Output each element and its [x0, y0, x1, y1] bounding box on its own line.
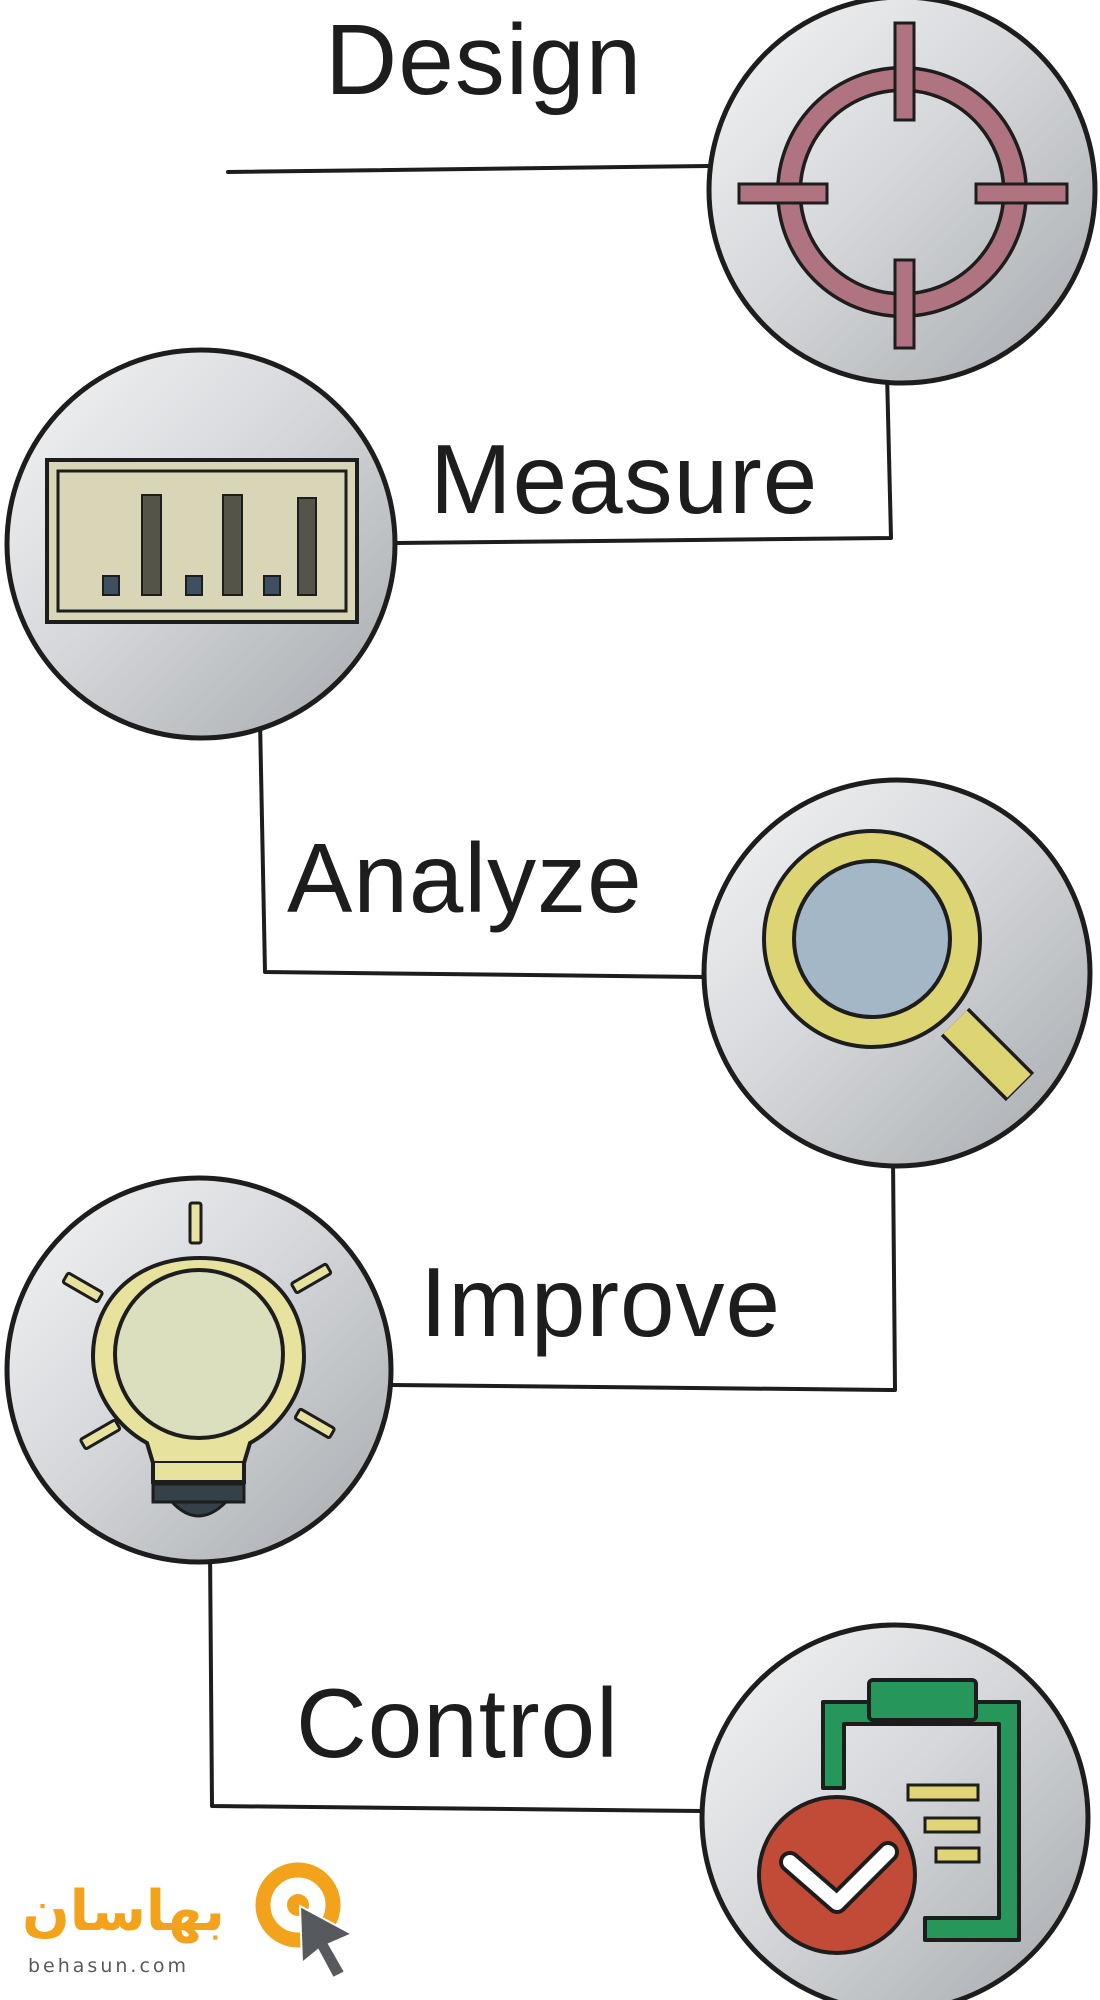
cursor-pointer-icon [255, 1862, 355, 1980]
step-label-improve: Improve [420, 1247, 781, 1357]
step-label-analyze: Analyze [287, 823, 643, 933]
chart-bar [297, 497, 317, 596]
chart-bar [141, 494, 162, 596]
magnifying-glass-icon [762, 829, 1035, 1102]
connector-design-start [226, 164, 711, 174]
design-circle [706, 0, 1098, 386]
target-crosshair-icon [737, 21, 1069, 350]
chart-bar [102, 575, 120, 596]
step-label-measure: Measure [430, 424, 818, 534]
connector-design-measure [393, 371, 893, 545]
chart-bar [263, 575, 281, 596]
connector-improve-control [208, 1546, 704, 1813]
step-analyze-icon [701, 777, 1093, 1169]
light-bulb-icon [61, 1201, 336, 1518]
step-label-design: Design [325, 4, 642, 116]
step-measure-icon [4, 347, 398, 741]
step-control-icon [699, 1622, 1091, 2000]
step-label-control: Control [296, 1668, 619, 1778]
behasun-logo: بهاسان behasun.com [22, 1862, 355, 1980]
step-improve-icon [4, 1175, 394, 1565]
logo-url: behasun.com [28, 1955, 189, 1977]
check-circle [757, 1795, 917, 1955]
connector-measure-analyze [258, 718, 706, 979]
chart-bar [185, 575, 203, 596]
connector-analyze-improve [390, 1156, 897, 1392]
step-design-icon [706, 0, 1098, 386]
connector-lines [208, 164, 897, 1813]
chart-bar [222, 494, 243, 596]
logo-name: بهاسان [22, 1879, 225, 1944]
bar-chart-icon [45, 458, 359, 624]
clipboard-check-icon [757, 1678, 1021, 1955]
